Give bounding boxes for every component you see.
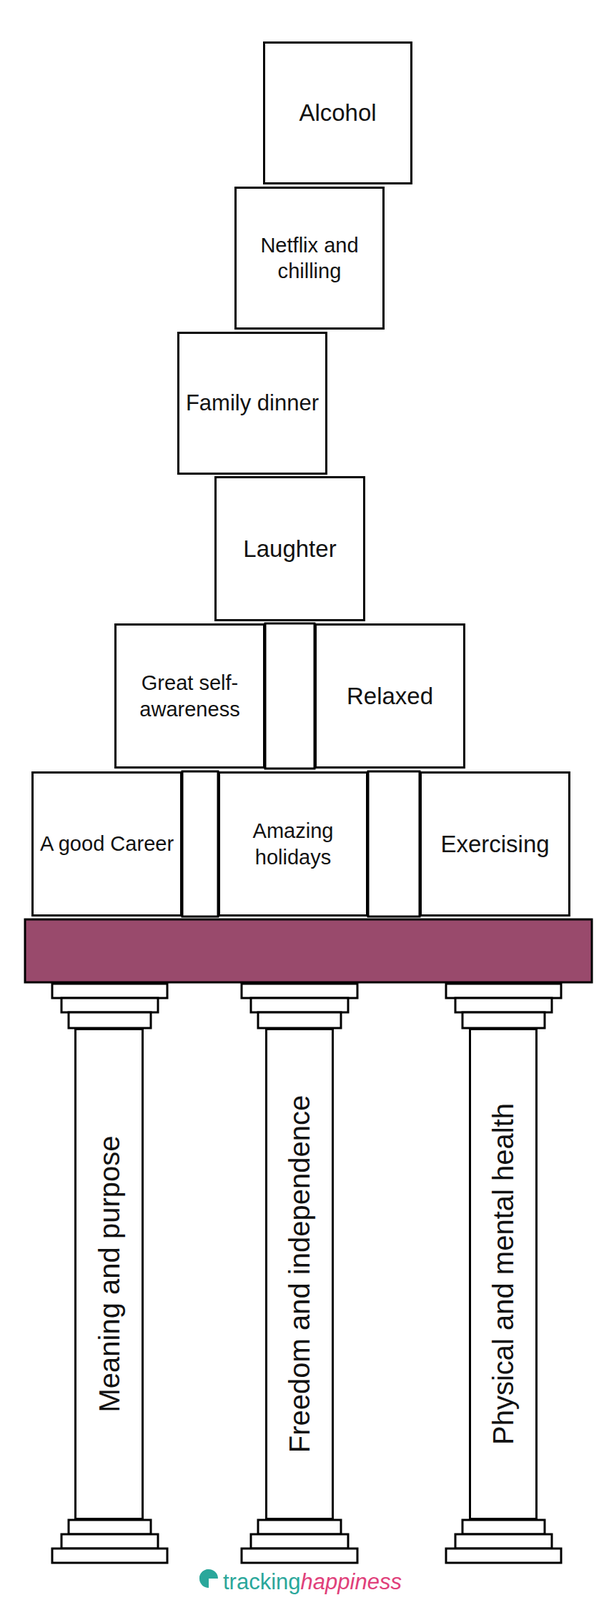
pillar-label: Physical and mental health <box>487 1102 520 1445</box>
logo-mark <box>199 1568 219 1588</box>
stacked-block: A good Career <box>31 771 183 917</box>
stacked-block: Exercising <box>419 771 571 917</box>
block-label: A good Career <box>34 830 180 857</box>
filler-block <box>368 771 420 917</box>
stacked-block: Relaxed <box>314 623 466 769</box>
logo-text: tracking <box>223 1570 301 1593</box>
logo-mark <box>199 1568 219 1579</box>
block-label: Great self-awareness <box>116 669 264 722</box>
stacked-block: Laughter <box>214 476 366 622</box>
pillar-shaft: Freedom and independence <box>265 1027 334 1520</box>
temple-beam <box>25 919 592 983</box>
filler-block <box>182 771 219 917</box>
stacked-block: Amazing holidays <box>218 771 369 917</box>
block-label: Exercising <box>434 829 555 859</box>
logo-text: happiness <box>300 1570 402 1593</box>
block-label: Amazing holidays <box>220 817 366 870</box>
logo: trackinghappiness <box>223 1568 402 1594</box>
pillar-label: Freedom and independence <box>283 1095 316 1453</box>
block-label: Family dinner <box>180 389 325 418</box>
pillar-bases <box>52 1519 562 1563</box>
block-label: Relaxed <box>340 681 439 711</box>
block-label: Alcohol <box>293 97 382 128</box>
filler-block <box>265 623 315 769</box>
pillar-label: Meaning and purpose <box>92 1135 126 1413</box>
stacked-block: Alcohol <box>263 41 413 185</box>
stacked-block: Netflix and chilling <box>234 186 385 330</box>
block-label: Laughter <box>237 533 342 564</box>
stacked-block: Great self-awareness <box>114 623 266 769</box>
pillar-shaft: Meaning and purpose <box>74 1027 144 1520</box>
pillar-shaft: Physical and mental health <box>468 1027 538 1520</box>
block-label: Netflix and chilling <box>236 232 383 285</box>
stacked-block: Family dinner <box>177 331 328 475</box>
pillar-capitals <box>52 983 562 1028</box>
